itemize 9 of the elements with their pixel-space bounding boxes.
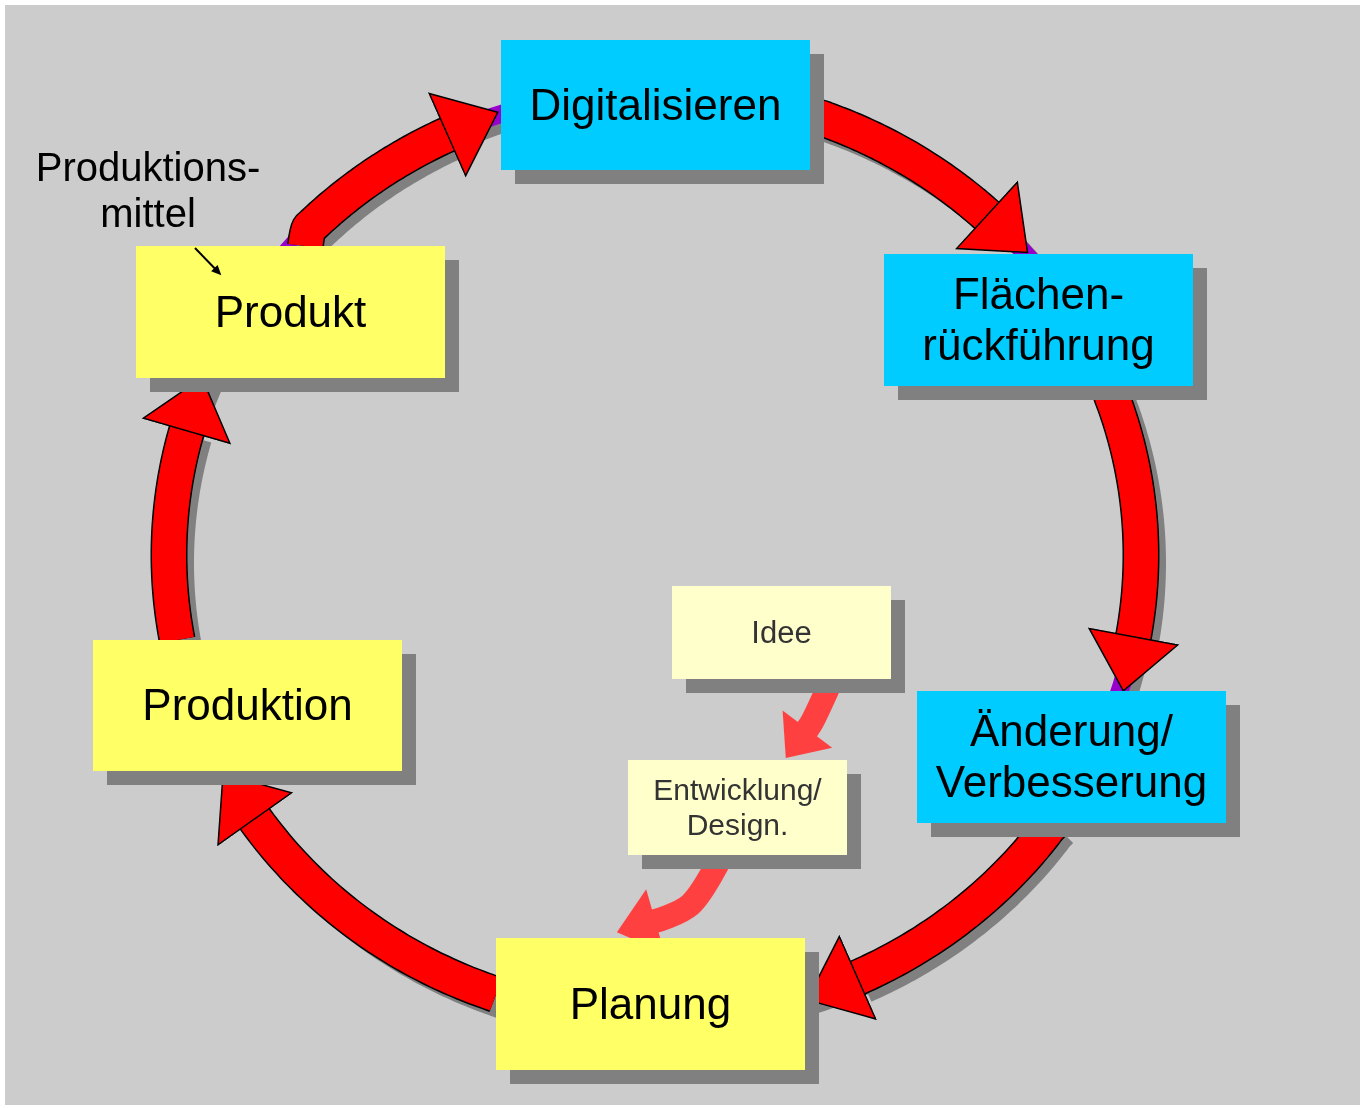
box-label: Digitalisieren	[529, 79, 782, 131]
box-label: Flächen- rückführung	[921, 269, 1156, 371]
box-label: Produkt	[214, 286, 367, 338]
box-label: Idee	[751, 614, 812, 651]
box-label: Produktion	[142, 680, 353, 731]
box-label: Planung	[569, 978, 732, 1030]
box-label: Entwicklung/ Design.	[652, 773, 823, 842]
box-label: Änderung/ Verbesserung	[934, 706, 1209, 808]
label-text: Produktions- mittel	[34, 144, 262, 236]
